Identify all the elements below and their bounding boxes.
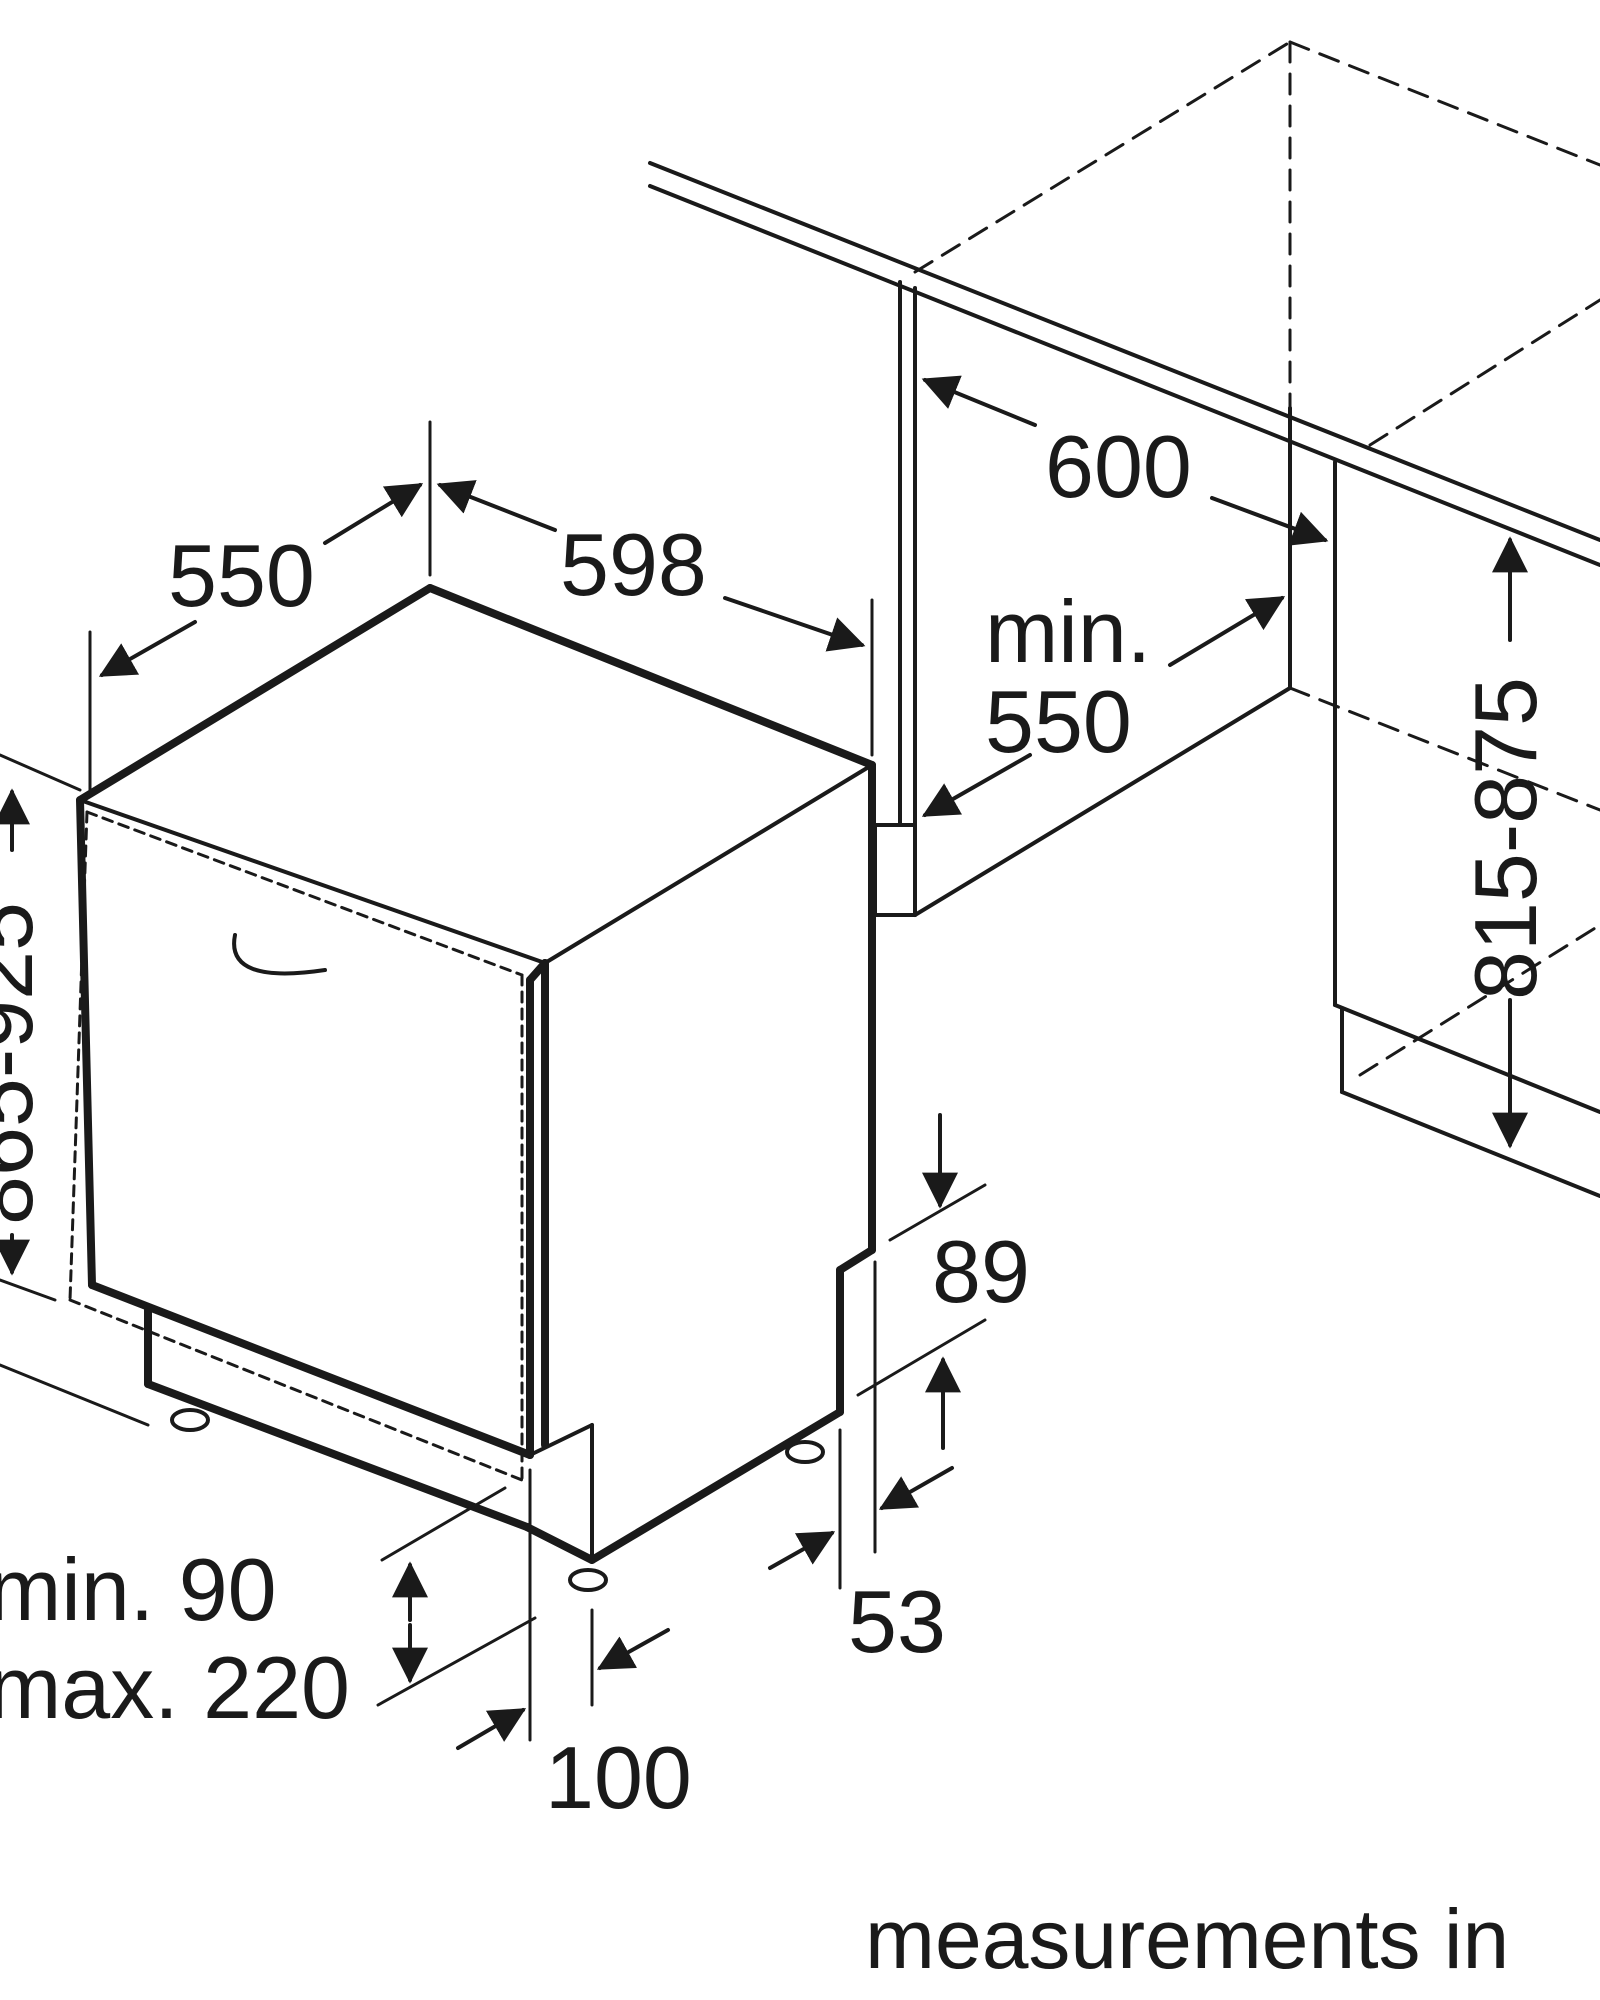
foot-left-icon [170, 1408, 210, 1432]
foot-front-icon [568, 1568, 608, 1592]
door-clearance-max-label: max. 220 [0, 1638, 350, 1737]
door-handle-icon [232, 933, 327, 976]
plinth-offset-label: 89 [932, 1222, 1030, 1321]
width-label: 598 [560, 515, 707, 614]
foot-setback-label: 53 [848, 1572, 946, 1671]
adjustable-feet [170, 1408, 825, 1592]
plinth-depth-label: 100 [545, 1728, 692, 1827]
niche-depth-value-label: 550 [985, 672, 1132, 771]
units-note: measurements in [865, 1892, 1509, 1986]
foot-right-icon [785, 1440, 825, 1464]
depth-label: 550 [168, 526, 315, 625]
appliance-height-label: 865-925 [0, 902, 51, 1225]
niche-width-label: 600 [1045, 417, 1192, 516]
dishwasher-body [0, 584, 876, 1564]
niche-height-label: 815-875 [1456, 677, 1555, 1000]
door-clearance-min-label: min. 90 [0, 1540, 277, 1639]
dimension-lines [0, 375, 1528, 1750]
niche-depth-min-label: min. [985, 582, 1151, 681]
